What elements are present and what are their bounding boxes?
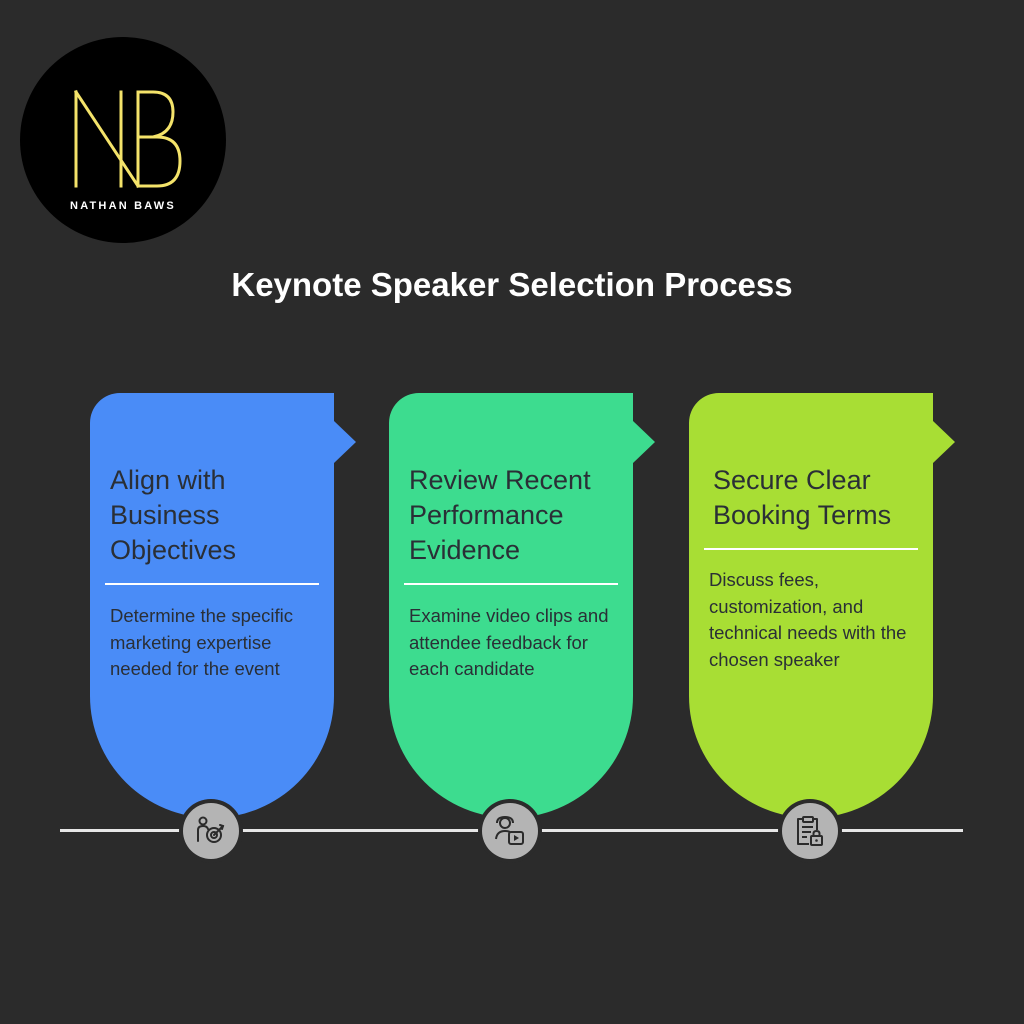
page-title: Keynote Speaker Selection Process: [231, 266, 793, 303]
step-heading: Secure Clear Booking Terms: [713, 465, 892, 530]
timeline-node-2: [478, 799, 542, 863]
step-heading: Align with Business Objectives: [110, 465, 237, 565]
step-description: Determine the specific marketing experti…: [110, 605, 294, 679]
divider: [105, 583, 319, 585]
target-person-icon: [197, 816, 225, 843]
divider: [404, 583, 618, 585]
step-description: Examine video clips and attendee feedbac…: [409, 605, 609, 679]
step-description: Discuss fees, customization, and technic…: [709, 569, 907, 670]
step-card-review: Review Recent Performance Evidence Exami…: [389, 393, 655, 818]
step-card-secure: Secure Clear Booking Terms Discuss fees,…: [689, 393, 955, 818]
card-shape: [389, 393, 655, 818]
clipboard-lock-icon: [797, 816, 823, 846]
nb-monogram: [73, 89, 182, 189]
card-shape: [90, 393, 356, 818]
card-shape: [689, 393, 955, 818]
brand-name: NATHAN BAWS: [70, 200, 176, 212]
divider: [704, 548, 918, 550]
timeline-node-3: [778, 799, 842, 863]
video-person-icon: [495, 816, 524, 845]
timeline-node-1: [179, 799, 243, 863]
brand-logo: NATHAN BAWS: [20, 37, 226, 243]
step-card-align: Align with Business Objectives Determine…: [90, 393, 356, 818]
node-circle: [183, 803, 239, 859]
step-heading: Review Recent Performance Evidence: [409, 465, 591, 565]
